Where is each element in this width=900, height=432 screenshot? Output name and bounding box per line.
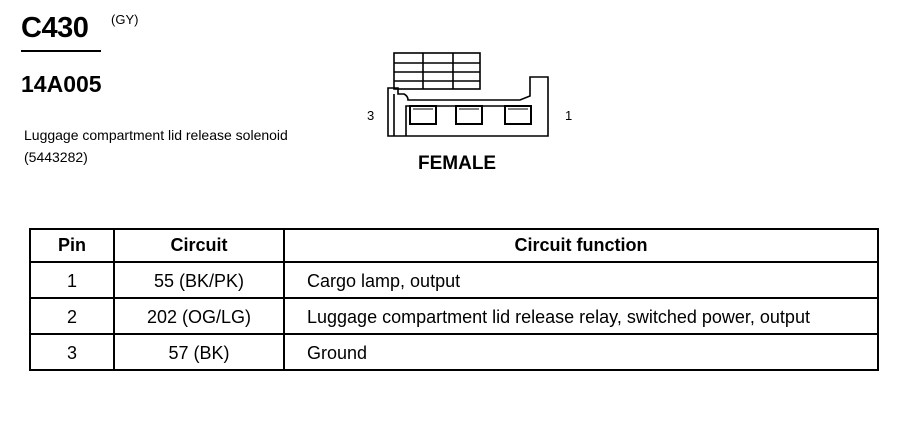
cell-pin: 2 xyxy=(29,297,115,335)
connector-description: Luggage compartment lid release solenoid… xyxy=(24,127,288,165)
table-row: 2 202 (OG/LG) Luggage compartment lid re… xyxy=(29,297,879,335)
cavity-3 xyxy=(409,105,437,125)
cell-circuit: 55 (BK/PK) xyxy=(113,261,285,299)
connector-id-underline xyxy=(21,50,101,52)
header-circuit-function: Circuit function xyxy=(283,228,879,263)
header-pin: Pin xyxy=(29,228,115,263)
table-row: 3 57 (BK) Ground xyxy=(29,333,879,371)
cell-function: Cargo lamp, output xyxy=(283,261,879,299)
pin-table: Pin Circuit Circuit function 1 55 (BK/PK… xyxy=(29,228,879,371)
cell-circuit: 57 (BK) xyxy=(113,333,285,371)
cell-function: Luggage compartment lid release relay, s… xyxy=(283,297,879,335)
connector-gender: FEMALE xyxy=(418,153,497,174)
part-number: 14A005 xyxy=(21,71,102,97)
connector-housing xyxy=(387,76,549,137)
cell-pin: 3 xyxy=(29,333,115,371)
cavity-2 xyxy=(455,105,483,125)
pin-3-label: 3 xyxy=(367,108,375,123)
header-circuit: Circuit xyxy=(113,228,285,263)
connector-color: (GY) xyxy=(111,12,139,27)
pin-1-label: 1 xyxy=(565,108,573,123)
cell-pin: 1 xyxy=(29,261,115,299)
connector-latch xyxy=(393,52,481,90)
cell-function: Ground xyxy=(283,333,879,371)
cell-circuit: 202 (OG/LG) xyxy=(113,297,285,335)
connector-face-diagram xyxy=(387,52,549,137)
cavity-1 xyxy=(504,105,532,125)
connector-id: C430 xyxy=(21,12,89,44)
table-header-row: Pin Circuit Circuit function xyxy=(29,228,879,263)
table-row: 1 55 (BK/PK) Cargo lamp, output xyxy=(29,261,879,299)
